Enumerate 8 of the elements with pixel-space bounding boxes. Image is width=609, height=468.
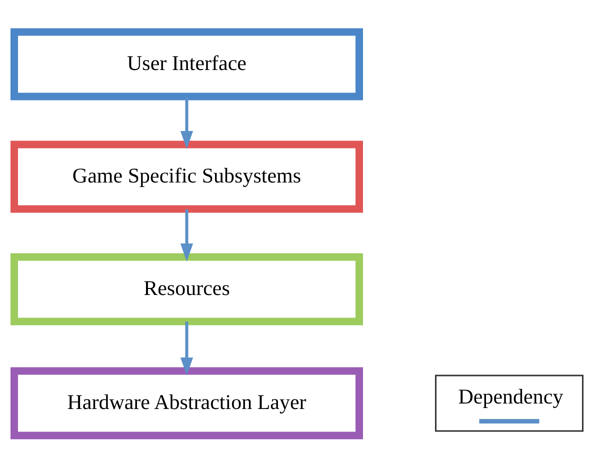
- arrow: [180, 96, 194, 149]
- node-box: Resources: [10, 252, 363, 325]
- node-box: Game Specific Subsystems: [10, 140, 363, 212]
- arrow: [180, 321, 194, 376]
- arrow: [180, 208, 194, 262]
- node-box: User Interface: [10, 28, 363, 100]
- node-box: Hardware Abstraction Layer: [10, 366, 363, 439]
- legend-label: Dependency: [458, 384, 564, 408]
